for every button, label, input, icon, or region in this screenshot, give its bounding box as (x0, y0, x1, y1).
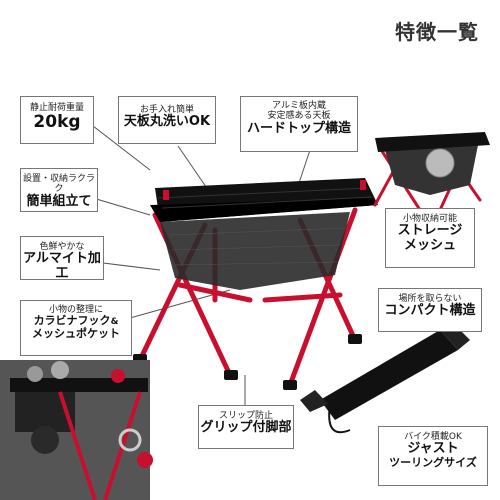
label-washable-top: お手入れ簡単 天板丸洗いOK (118, 96, 216, 144)
callout-line-setup (92, 197, 151, 216)
label-compact-structure: 場所を取らない コンパクト構造 (378, 288, 482, 332)
label-touring-size: バイク積載OK ジャスト ツーリングサイズ (378, 426, 488, 486)
carry-bag (300, 322, 470, 434)
carabiner-photo (0, 360, 153, 500)
label-grip-feet: スリップ防止 グリップ付脚部 (198, 405, 294, 449)
label-load-capacity: 静止耐荷重量 20kg (20, 96, 94, 144)
page-title: 特徴一覧 (395, 20, 479, 44)
label-easy-setup: 設置・収納ラクラク 簡単組立て (20, 168, 98, 212)
storage-mesh-table (373, 132, 490, 212)
main-table (133, 178, 378, 390)
label-hardtop-structure: アルミ板内蔵 安定感ある天板 ハードトップ構造 (240, 96, 358, 152)
callout-line-alumite (94, 261, 161, 271)
callout-line-load (92, 125, 151, 171)
label-alumite-finish: 色鮮やかな アルマイト加工 (20, 236, 104, 281)
label-storage-mesh: 小物収納可能 ストレージ メッシュ (385, 208, 475, 268)
label-carabiner-mesh-pocket: 小物の整理に カラビナフック& メッシュポケット (20, 300, 132, 356)
